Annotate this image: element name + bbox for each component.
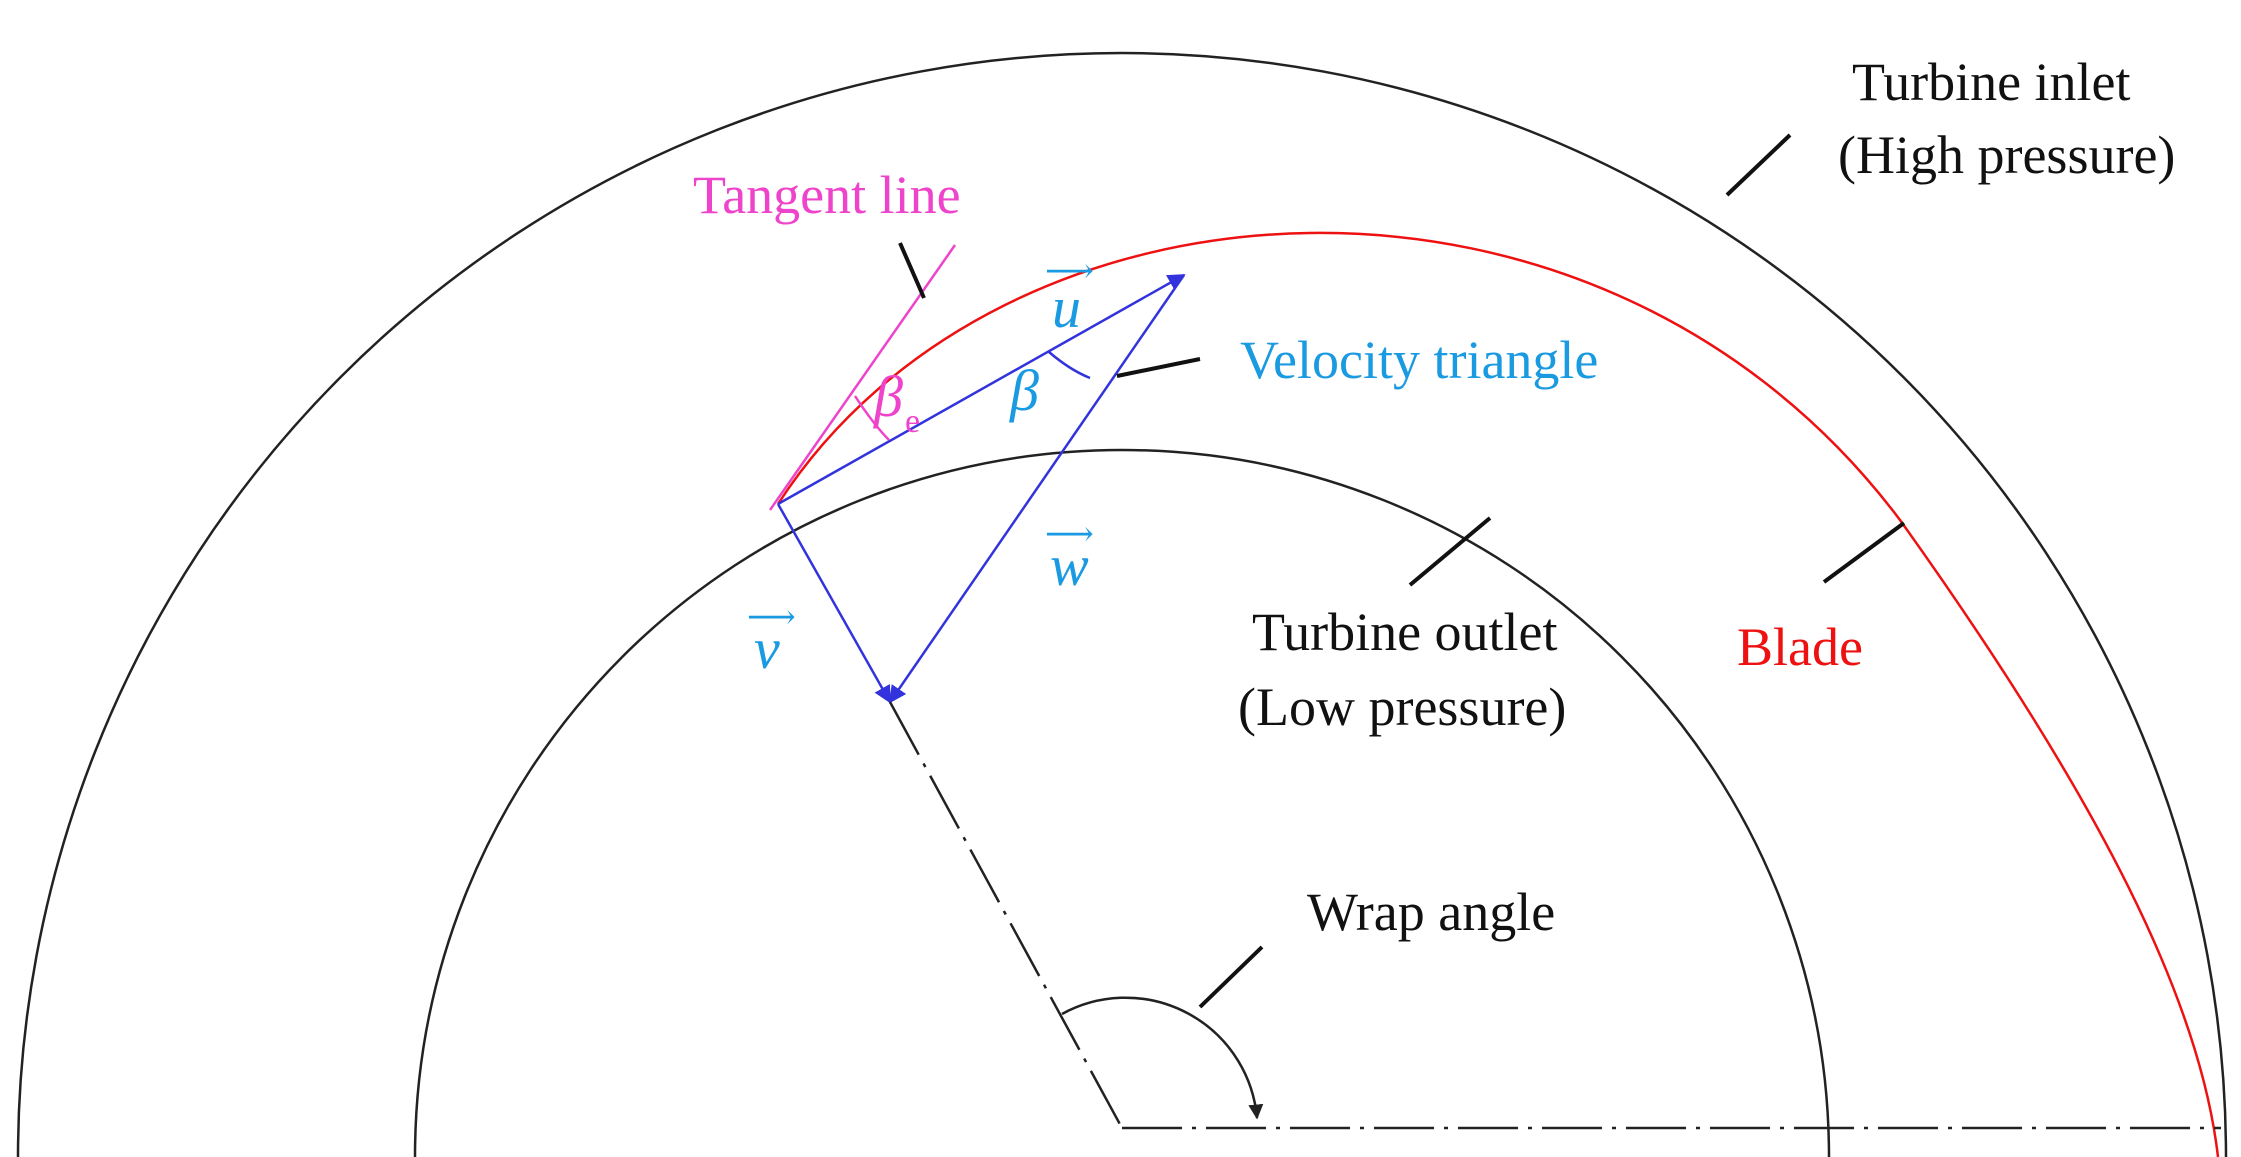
- tangent-line-label: Tangent line: [693, 165, 961, 225]
- v-vector-symbol: v: [754, 616, 780, 681]
- turbine-inlet-label-line2: (High pressure): [1838, 125, 2175, 185]
- wrap-angle-label: Wrap angle: [1307, 882, 1555, 942]
- blade-curve: [776, 231, 2220, 1157]
- turbine-outlet-label-line2: (Low pressure): [1238, 677, 1566, 737]
- u-vector-symbol: u: [1052, 275, 1081, 340]
- leader-blade: [1822, 521, 1906, 584]
- v-vector-arrow: ⟶: [747, 599, 796, 636]
- velocity-triangle-label: Velocity triangle: [1240, 330, 1598, 390]
- beta-symbol: β: [1009, 358, 1039, 423]
- beta-e-angle-arc: [853, 395, 890, 441]
- beta-e-subscript: e: [905, 403, 920, 440]
- tangent-line: [768, 244, 957, 511]
- leader-wrap-angle: [1198, 945, 1264, 1009]
- beta-angle-arc: [1048, 351, 1091, 380]
- w-vector-symbol: w: [1050, 533, 1089, 598]
- leader-tangent-line: [898, 242, 926, 299]
- leader-turbine-outlet: [1408, 516, 1492, 587]
- turbine-outlet-label-line1: Turbine outlet: [1252, 602, 1558, 662]
- w-vector-arrow: ⟶: [1045, 516, 1094, 553]
- wrap-angle-arc: [1061, 996, 1264, 1120]
- u-vector-arrow: ⟶: [1045, 253, 1094, 290]
- blade-label: Blade: [1737, 617, 1863, 677]
- velocity-vector-v: [776, 503, 892, 704]
- turbine-inlet-label-line1: Turbine inlet: [1852, 52, 2131, 112]
- velocity-vector-w: [888, 274, 1186, 704]
- wrap-radial-line: [888, 701, 1124, 1129]
- leader-velocity-triangle: [1116, 357, 1201, 378]
- turbine-inlet-circle: [16, 51, 2228, 1157]
- leader-turbine-inlet: [1725, 133, 1792, 197]
- beta-e-symbol: β: [873, 364, 903, 429]
- turbine-outlet-circle: [413, 448, 1831, 1157]
- velocity-vector-u: [777, 273, 1186, 506]
